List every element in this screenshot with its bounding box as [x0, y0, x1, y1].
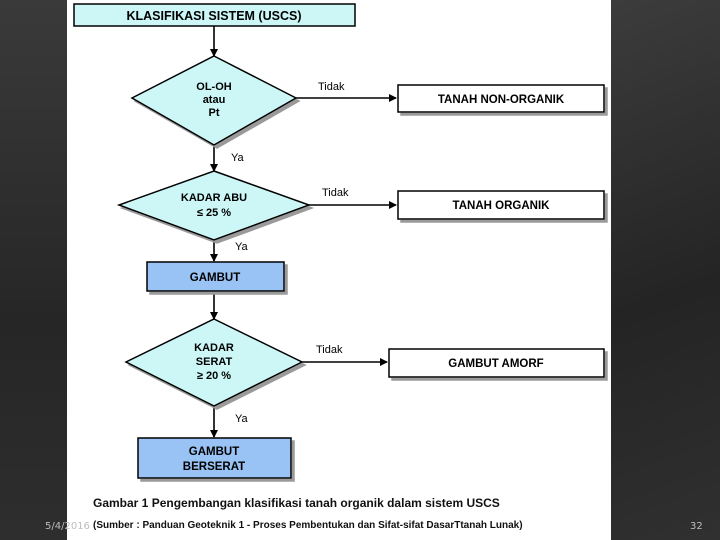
connectors	[210, 26, 397, 438]
gambut-label: GAMBUT	[190, 272, 240, 284]
gambut-berserat-line2: BERSERAT	[183, 461, 245, 473]
label-ya-1: Ya	[231, 152, 245, 164]
figure-caption: Gambar 1 Pengembangan klasifikasi tanah …	[93, 496, 500, 510]
result-tanah-non-organik-label: TANAH NON-ORGANIK	[438, 94, 565, 106]
result-tanah-organik: TANAH ORGANIK	[397, 190, 605, 220]
gambut-berserat-line1: GAMBUT	[189, 446, 239, 458]
decision-kadar-serat: KADAR SERAT ≥ 20 %	[124, 318, 304, 407]
label-ya-3: Ya	[235, 413, 249, 425]
result-tanah-non-organik: TANAH NON-ORGANIK	[397, 84, 605, 113]
decision-kadar-serat-line1: KADAR	[194, 342, 234, 354]
decision-ol-oh-line1: OL-OH	[196, 81, 231, 93]
result-gambut-amorf-label: GAMBUT AMORF	[448, 358, 543, 370]
background-right-panel	[611, 0, 720, 540]
decision-kadar-serat-line3: ≥ 20 %	[197, 370, 231, 382]
top-box-label: KLASIFIKASI SISTEM (USCS)	[126, 9, 301, 23]
decision-ol-oh-line2: atau	[203, 94, 226, 106]
decision-kadar-abu-line2: ≤ 25 %	[197, 207, 231, 219]
figure-source: (Sumber : Panduan Geoteknik 1 - Proses P…	[93, 520, 523, 531]
background-left-panel	[0, 0, 67, 540]
label-ya-2: Ya	[235, 241, 249, 253]
result-gambut-amorf: GAMBUT AMORF	[388, 348, 605, 378]
decision-ol-oh: OL-OH atau Pt	[130, 55, 298, 146]
decision-ol-oh-line3: Pt	[209, 107, 220, 119]
footer-page-number: 32	[690, 521, 703, 532]
gambut-berserat-box: GAMBUT BERSERAT	[137, 437, 292, 479]
decision-kadar-abu: KADAR ABU ≤ 25 %	[116, 170, 312, 241]
decision-kadar-serat-line2: SERAT	[196, 356, 233, 368]
label-tidak-2: Tidak	[322, 187, 349, 199]
top-box: KLASIFIKASI SISTEM (USCS)	[73, 3, 356, 27]
gambut-box: GAMBUT	[146, 261, 285, 292]
footer-date: 5/4/2016	[45, 521, 90, 532]
decision-kadar-abu-line1: KADAR ABU	[181, 192, 247, 204]
edge-labels: Tidak Ya Tidak Ya Tidak Ya	[231, 81, 349, 425]
label-tidak-3: Tidak	[316, 344, 343, 356]
label-tidak-1: Tidak	[318, 81, 345, 93]
result-tanah-organik-label: TANAH ORGANIK	[453, 200, 551, 212]
